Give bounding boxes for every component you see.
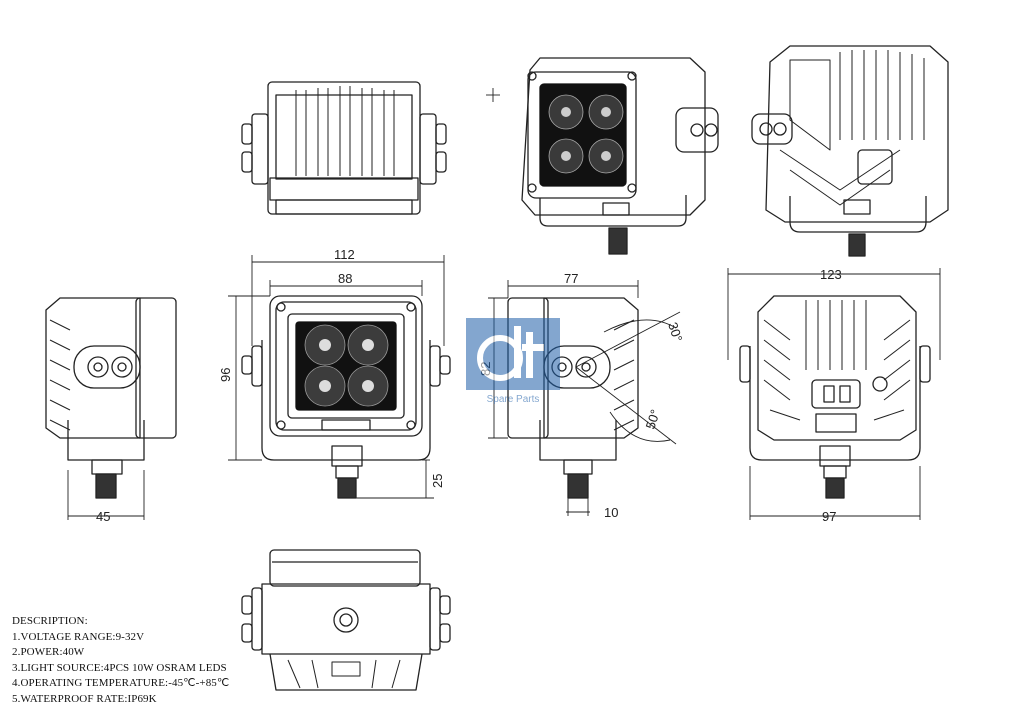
dim-side-depth: 45 [96, 509, 110, 524]
top-view [241, 81, 447, 215]
description-heading: DESCRIPTION: [12, 615, 88, 627]
dim-side2-stud: 10 [604, 505, 618, 520]
dim-front-inner-width: 88 [338, 271, 352, 286]
iso-front-view [521, 57, 719, 255]
logo-graphic: Spare Parts [466, 318, 560, 405]
dim-rear-width: 123 [820, 267, 842, 282]
iso-rear-view [751, 45, 949, 257]
dim-front-height: 96 [218, 368, 233, 382]
description-line: 2.POWER:40W [12, 646, 85, 658]
dim-rear-bracket-width: 97 [822, 509, 836, 524]
description-block: DESCRIPTION: 1.VOLTAGE RANGE:9-32V 2.POW… [12, 614, 229, 707]
dim-side2-depth: 77 [564, 271, 578, 286]
dim-tilt-down: 50° [643, 408, 663, 431]
front-view [241, 295, 451, 499]
dim-front-width: 112 [334, 247, 355, 262]
description-line: 1.VOLTAGE RANGE:9-32V [12, 630, 145, 643]
dim-tilt-up: 30° [665, 320, 685, 343]
description-line: 3.LIGHT SOURCE:4PCS 10W OSRAM LEDS [12, 661, 227, 674]
dim-stud-length: 25 [430, 474, 445, 488]
bottom-view [241, 549, 451, 691]
left-side-view [45, 297, 177, 499]
rear-view [739, 295, 931, 499]
brand-logo: Spare Parts [466, 318, 560, 406]
dimension-lines [67, 88, 941, 520]
description-line: 4.OPERATING TEMPERATURE:-45℃-+85℃ [12, 677, 230, 689]
description-line: 5.WATERPROOF RATE:IP69K [12, 692, 157, 705]
logo-subtitle: Spare Parts [487, 394, 540, 405]
